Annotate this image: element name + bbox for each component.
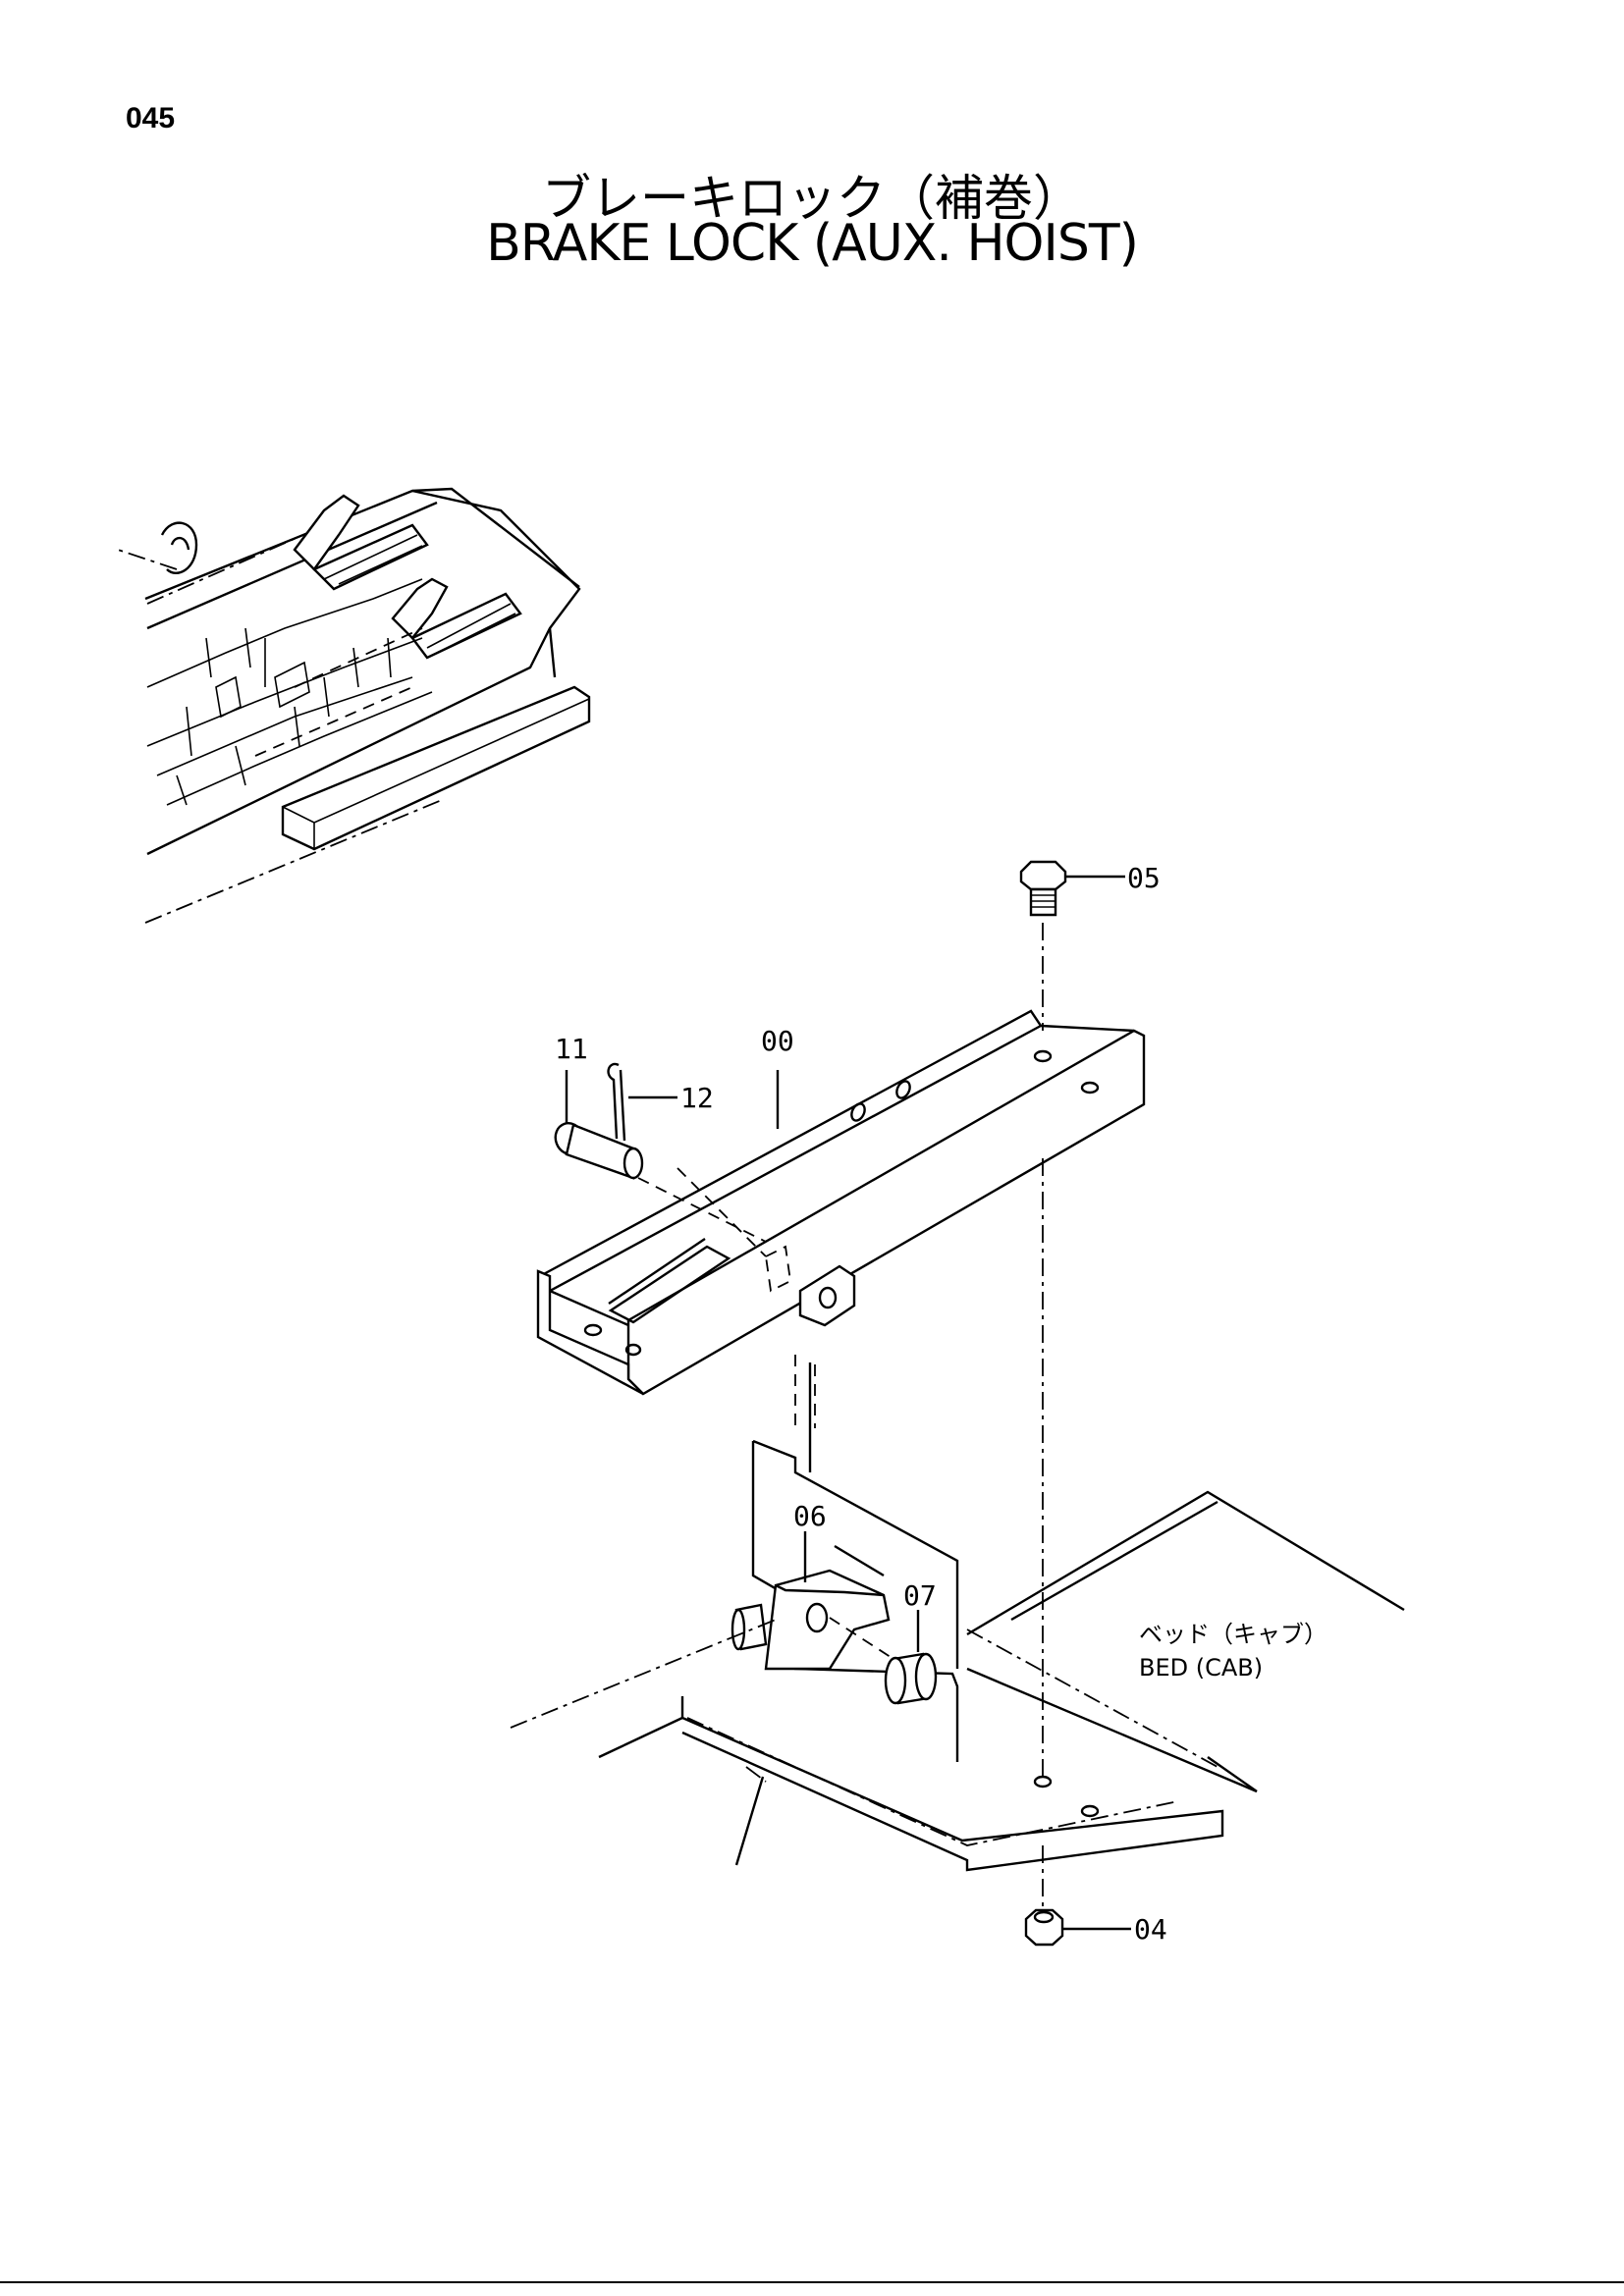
cotter-pin-12-illustration (607, 1062, 767, 1243)
channel-bracket-00-illustration (536, 1009, 1146, 1777)
callout-07: 07 (903, 1579, 937, 1612)
page-number: 045 (126, 102, 176, 134)
bolt-05-illustration (1019, 860, 1125, 1031)
callout-05: 05 (1127, 862, 1161, 894)
title-japanese: ブレーキロック（補巻） (542, 170, 1082, 227)
callout-12: 12 (680, 1082, 714, 1114)
callout-04: 04 (1134, 1913, 1167, 1946)
bed-frame-illustration (510, 1490, 1405, 1914)
bed-label-japanese: ベッド（キャブ） (1139, 1621, 1327, 1648)
bushing-07-illustration (829, 1610, 938, 1705)
nut-04-illustration (1024, 1908, 1131, 1947)
title-english: BRAKE LOCK (AUX. HOIST) (486, 214, 1139, 273)
pin-11-illustration (554, 1070, 644, 1180)
bed-label-english: BED (CAB) (1139, 1654, 1263, 1682)
callout-06: 06 (793, 1500, 827, 1532)
callout-00: 00 (761, 1025, 794, 1057)
console-assembly-illustration (117, 487, 591, 924)
callout-11: 11 (555, 1033, 588, 1065)
block-06-illustration (731, 1531, 891, 1671)
